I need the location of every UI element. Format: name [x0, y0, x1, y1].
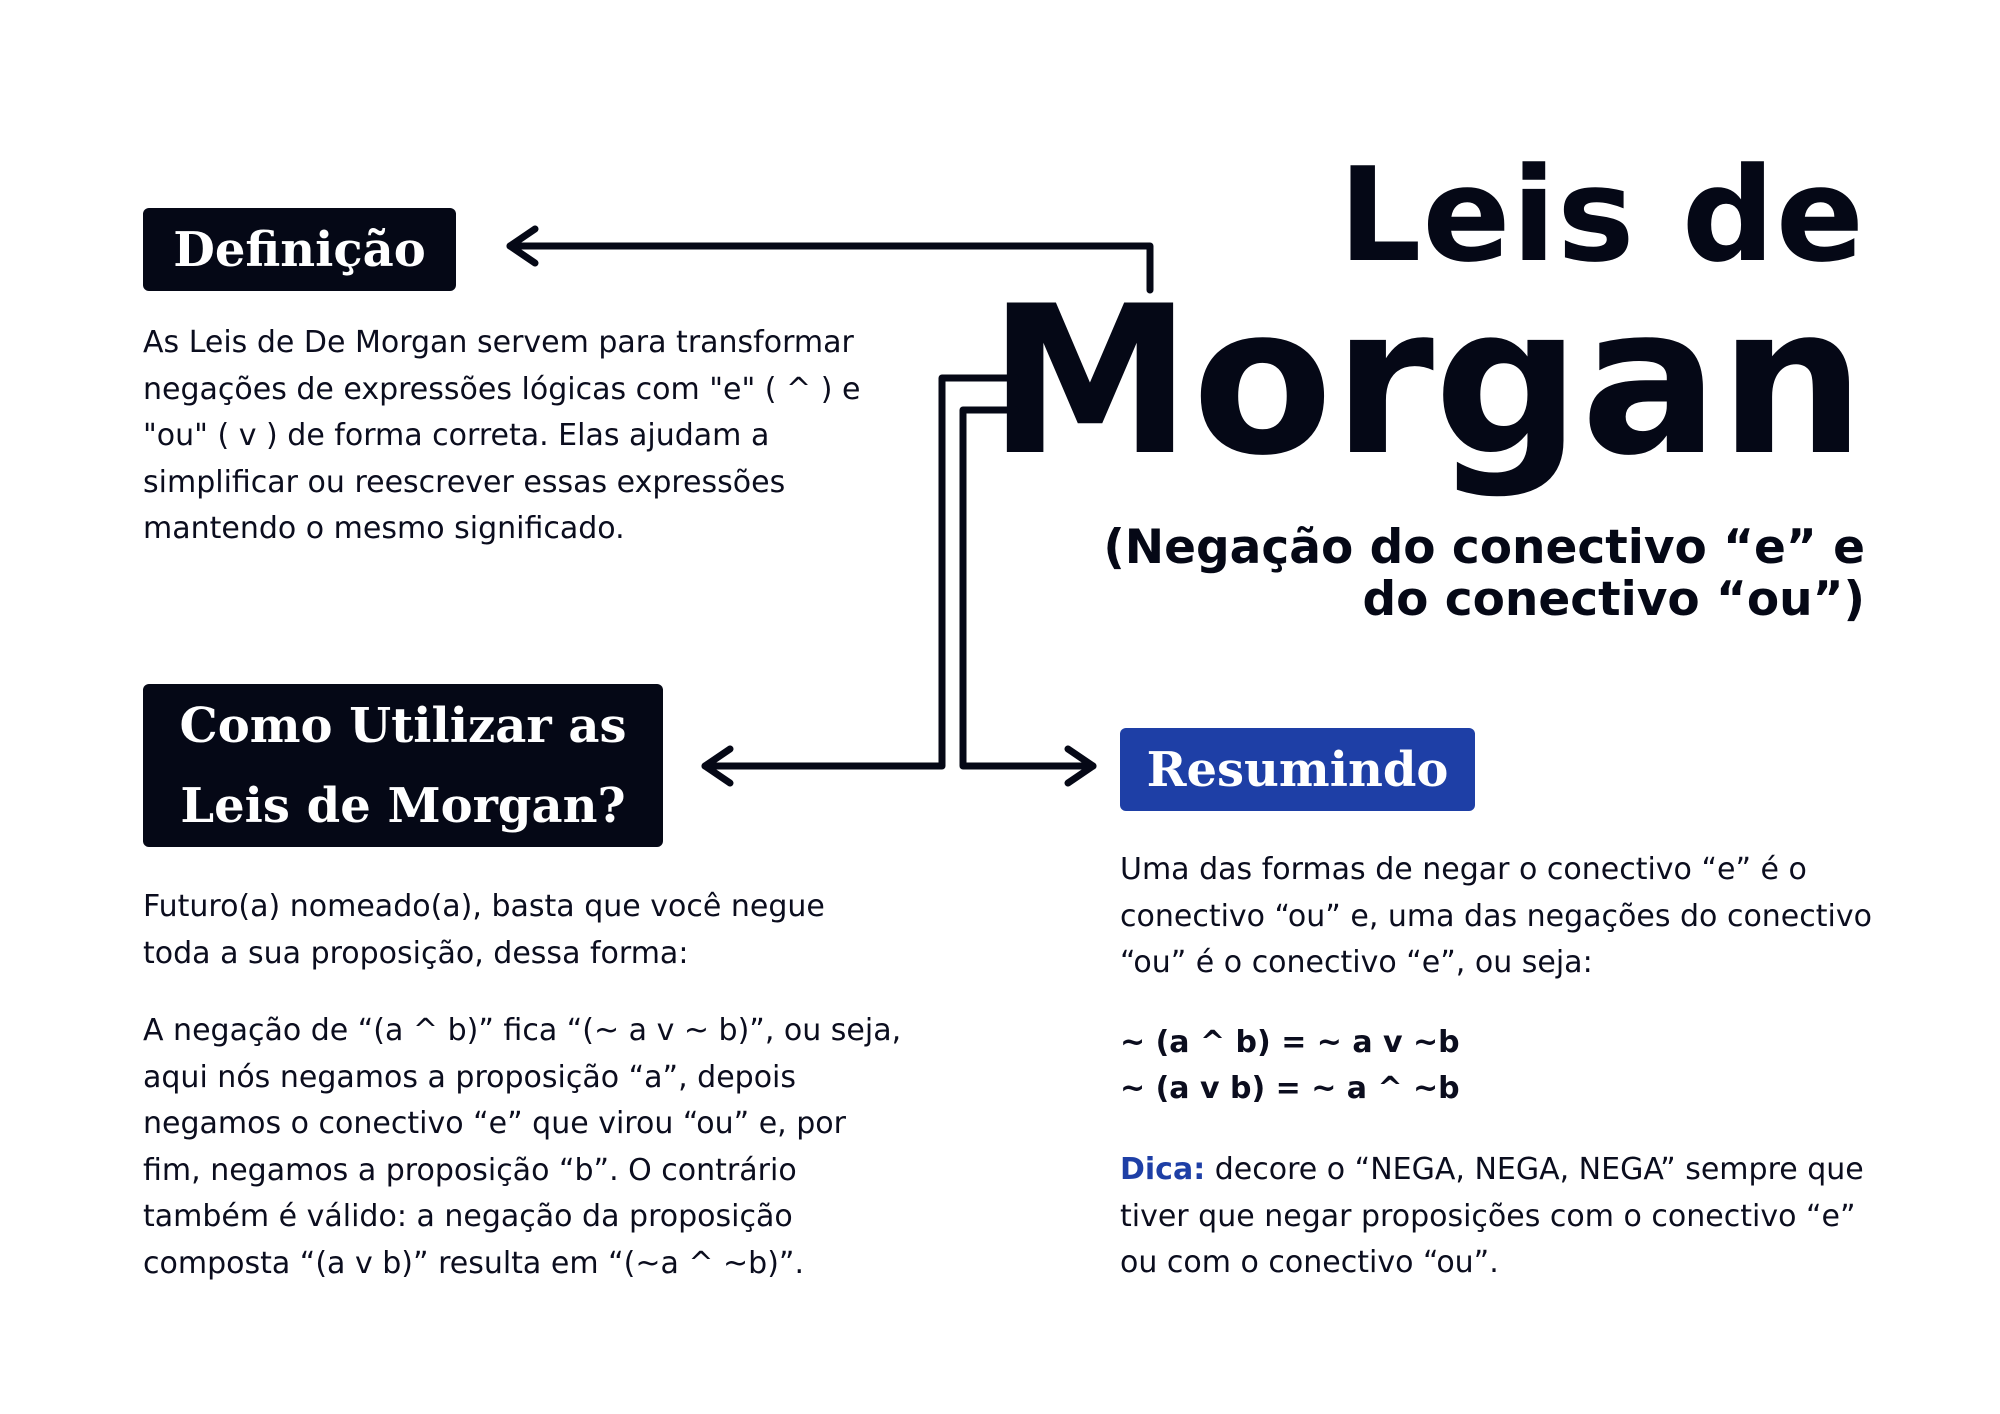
como-utilizar-intro: Futuro(a) nomeado(a), basta que você neg…: [143, 889, 825, 971]
definicao-text: As Leis de De Morgan servem para transfo…: [143, 325, 861, 546]
tip-text: decore o “NEGA, NEGA, NEGA” sempre que t…: [1120, 1152, 1864, 1280]
arrow-to-resumindo: [959, 406, 1097, 770]
title-line-1: Leis de: [1338, 139, 1865, 291]
arrowhead-definicao: [506, 225, 539, 267]
resumindo-text: Uma das formas de negar o conectivo “e” …: [1120, 852, 1872, 980]
formula-negacao-e: ~ (a ^ b) = ~ a v ~b: [1120, 1025, 1460, 1060]
arrowhead-resumindo: [1064, 745, 1097, 787]
subtitle: (Negação do conectivo “e” e do conectivo…: [1103, 520, 1865, 627]
tip-label: Dica:: [1120, 1152, 1206, 1187]
title-line-2: Morgan: [988, 263, 1865, 501]
arrowhead-como-utilizar: [701, 745, 734, 787]
como-utilizar-explanation: A negação de “(a ^ b)” fica “(~ a v ~ b)…: [143, 1013, 902, 1281]
tip-paragraph: Dica: decore o “NEGA, NEGA, NEGA” sempre…: [1120, 1147, 1890, 1287]
arrow-to-definicao: [506, 242, 1154, 294]
resumindo-label: Resumindo: [1120, 728, 1475, 811]
formula-negacao-ou: ~ (a v b) = ~ a ^ ~b: [1120, 1071, 1460, 1106]
arrow-to-como-utilizar: [701, 374, 1019, 770]
definicao-label: Definição: [143, 208, 456, 291]
como-utilizar-label: Como Utilizar as Leis de Morgan?: [143, 684, 663, 847]
